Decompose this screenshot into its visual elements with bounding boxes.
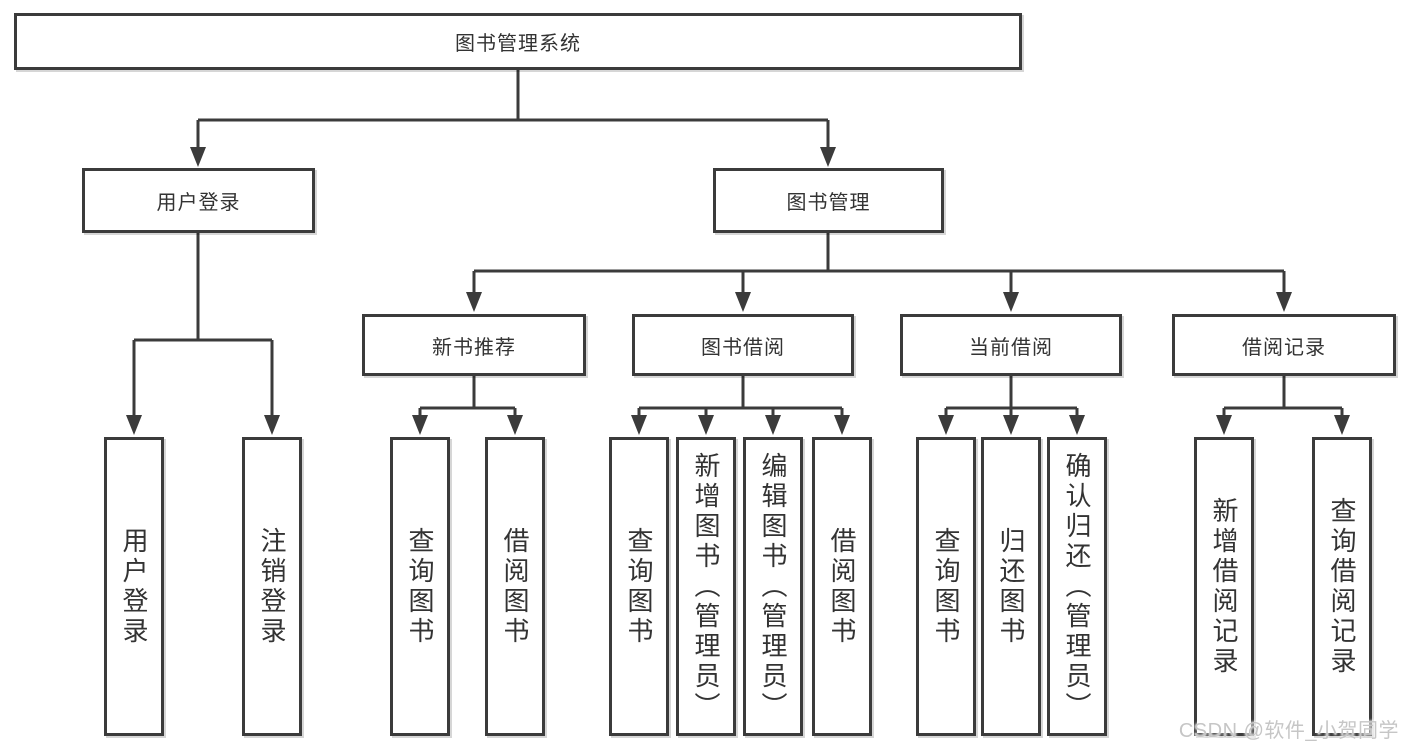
arrow-down-icon	[126, 415, 142, 435]
leaf-add-borrow-record: 新增借阅记录	[1194, 437, 1254, 736]
node-current-borrow: 当前借阅	[900, 314, 1122, 376]
node-root: 图书管理系统	[14, 13, 1022, 70]
node-label: 图书管理系统	[455, 33, 581, 55]
node-new-book-recommend: 新书推荐	[362, 314, 586, 376]
connector-book-borrow	[637, 376, 844, 425]
arrow-down-icon	[631, 415, 647, 435]
arrow-down-icon	[1069, 415, 1085, 435]
node-user-login: 用户登录	[82, 168, 315, 233]
leaf-query-books-recommend: 查询图书	[390, 437, 450, 736]
arrow-down-icon	[735, 292, 751, 312]
leaf-return-book: 归还图书	[981, 437, 1041, 736]
arrow-down-icon	[938, 415, 954, 435]
node-book-borrow: 图书借阅	[632, 314, 854, 376]
leaf-add-book-admin: 新增图书（管理员）	[676, 437, 736, 736]
arrow-down-icon	[412, 415, 428, 435]
connector-new-book-recommend	[418, 376, 517, 425]
arrow-down-icon	[507, 415, 523, 435]
leaf-confirm-return-admin: 确认归还（管理员）	[1047, 437, 1107, 736]
arrow-down-icon	[698, 415, 714, 435]
connector-borrow-records	[1222, 376, 1344, 425]
node-label: 新增借阅记录	[1209, 496, 1239, 677]
arrow-down-icon	[264, 415, 280, 435]
arrow-down-icon	[765, 415, 781, 435]
arrow-down-icon	[1003, 292, 1019, 312]
arrow-down-icon	[1276, 292, 1292, 312]
connector-root	[196, 70, 830, 156]
leaf-query-books-current: 查询图书	[916, 437, 976, 736]
node-label: 借阅图书	[827, 526, 857, 647]
arrow-down-icon	[466, 292, 482, 312]
node-label: 查询图书	[931, 526, 961, 647]
leaf-query-books-borrow: 查询图书	[609, 437, 669, 736]
watermark: CSDN @软件_小贺同学	[1178, 720, 1399, 742]
node-label: 查询图书	[405, 526, 435, 647]
node-label: 借阅记录	[1242, 336, 1326, 359]
leaf-query-borrow-record: 查询借阅记录	[1312, 437, 1372, 736]
node-book-management: 图书管理	[713, 168, 944, 233]
leaf-edit-book-admin: 编辑图书（管理员）	[743, 437, 803, 736]
node-label: 当前借阅	[969, 336, 1053, 359]
arrow-down-icon	[820, 147, 836, 167]
node-label: 编辑图书（管理员）	[758, 451, 788, 722]
arrow-down-icon	[834, 415, 850, 435]
node-label: 图书借阅	[701, 336, 785, 359]
node-label: 归还图书	[996, 526, 1026, 647]
node-label: 用户登录	[119, 526, 149, 647]
node-label: 查询借阅记录	[1327, 496, 1357, 677]
leaf-logout: 注销登录	[242, 437, 302, 736]
node-label: 新书推荐	[432, 336, 516, 359]
leaf-borrow-books: 借阅图书	[812, 437, 872, 736]
node-label: 注销登录	[257, 526, 287, 647]
leaf-borrow-books-recommend: 借阅图书	[485, 437, 545, 736]
arrow-down-icon	[1003, 415, 1019, 435]
arrow-down-icon	[1216, 415, 1232, 435]
node-label: 用户登录	[156, 192, 241, 214]
node-label: 查询图书	[624, 526, 654, 647]
arrow-down-icon	[1334, 415, 1350, 435]
connector-book-management	[472, 233, 1286, 302]
node-label: 新增图书（管理员）	[691, 451, 721, 722]
node-label: 借阅图书	[500, 526, 530, 647]
node-label: 图书管理	[786, 192, 871, 214]
leaf-user-login: 用户登录	[104, 437, 164, 736]
arrowheads	[126, 147, 1350, 435]
arrow-down-icon	[190, 147, 206, 167]
connector-user-login	[132, 233, 274, 425]
node-borrow-records: 借阅记录	[1172, 314, 1396, 376]
node-label: 确认归还（管理员）	[1062, 451, 1092, 722]
